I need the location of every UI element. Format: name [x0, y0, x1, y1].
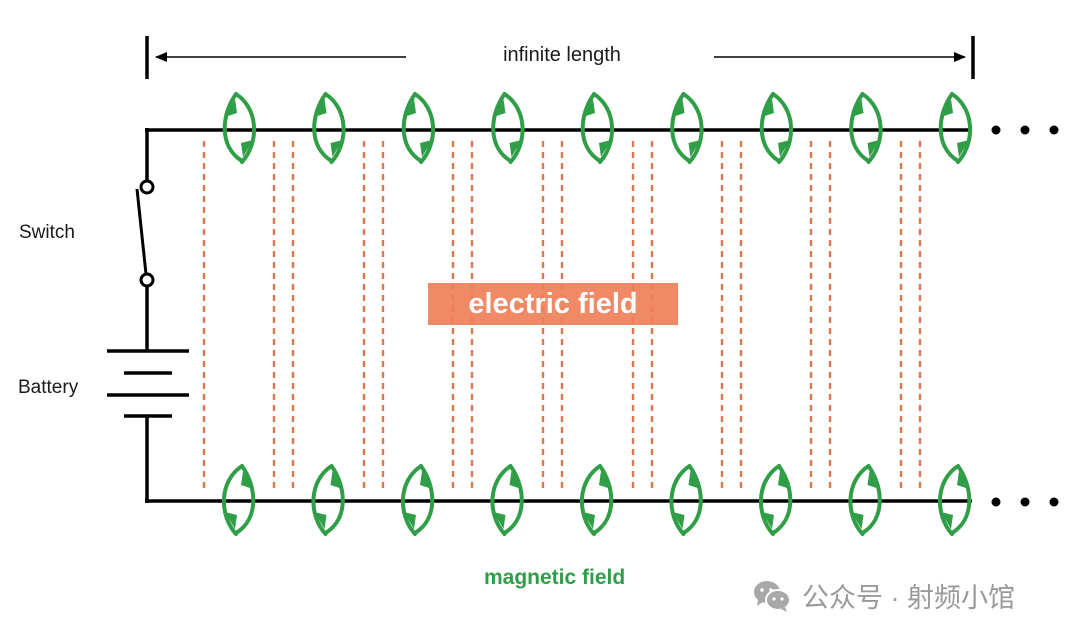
battery-symbol: [107, 349, 189, 418]
magnetic-field-loop: [491, 92, 525, 164]
magnetic-field-loop: [669, 464, 703, 536]
infinite-length-label: infinite length: [503, 44, 621, 66]
magnetic-field-loops-bottom: [222, 464, 972, 536]
magnetic-field-loops-top: [222, 92, 972, 164]
battery-label: Battery: [18, 377, 79, 398]
watermark: 公众号 · 射频小馆: [752, 576, 1015, 615]
magnetic-field-loop: [759, 464, 793, 536]
magnetic-field-loop: [312, 92, 346, 164]
magnetic-field-label: magnetic field: [484, 566, 626, 589]
magnetic-field-loop: [222, 92, 256, 164]
magnetic-field-loop: [580, 464, 614, 536]
switch-terminal-top: [139, 179, 155, 195]
switch-terminal-bottom: [139, 272, 155, 288]
electric-field-label: electric field: [428, 283, 678, 325]
magnetic-field-loop: [849, 92, 883, 164]
switch-label: Switch: [19, 222, 75, 243]
magnetic-field-loop: [401, 464, 435, 536]
magnetic-field-loop: [490, 464, 524, 536]
continuation-dots-top: [991, 125, 1059, 135]
magnetic-field-loop: [222, 464, 256, 536]
magnetic-field-loop: [401, 92, 435, 164]
magnetic-field-loop: [938, 464, 972, 536]
magnetic-field-loop: [311, 464, 345, 536]
circuit: [107, 128, 972, 503]
wechat-icon: [754, 580, 791, 612]
magnetic-field-loop: [670, 92, 704, 164]
magnetic-field-loop: [848, 464, 882, 536]
watermark-text: 公众号 · 射频小馆: [802, 583, 1015, 613]
continuation-dots-bottom: [991, 497, 1059, 507]
switch-lever: [135, 188, 148, 275]
dimension-indicator: [145, 36, 975, 79]
electric-field-lines: [202, 141, 922, 490]
magnetic-field-loop: [938, 92, 972, 164]
magnetic-field-loop: [759, 92, 793, 164]
magnetic-field-loop: [580, 92, 614, 164]
